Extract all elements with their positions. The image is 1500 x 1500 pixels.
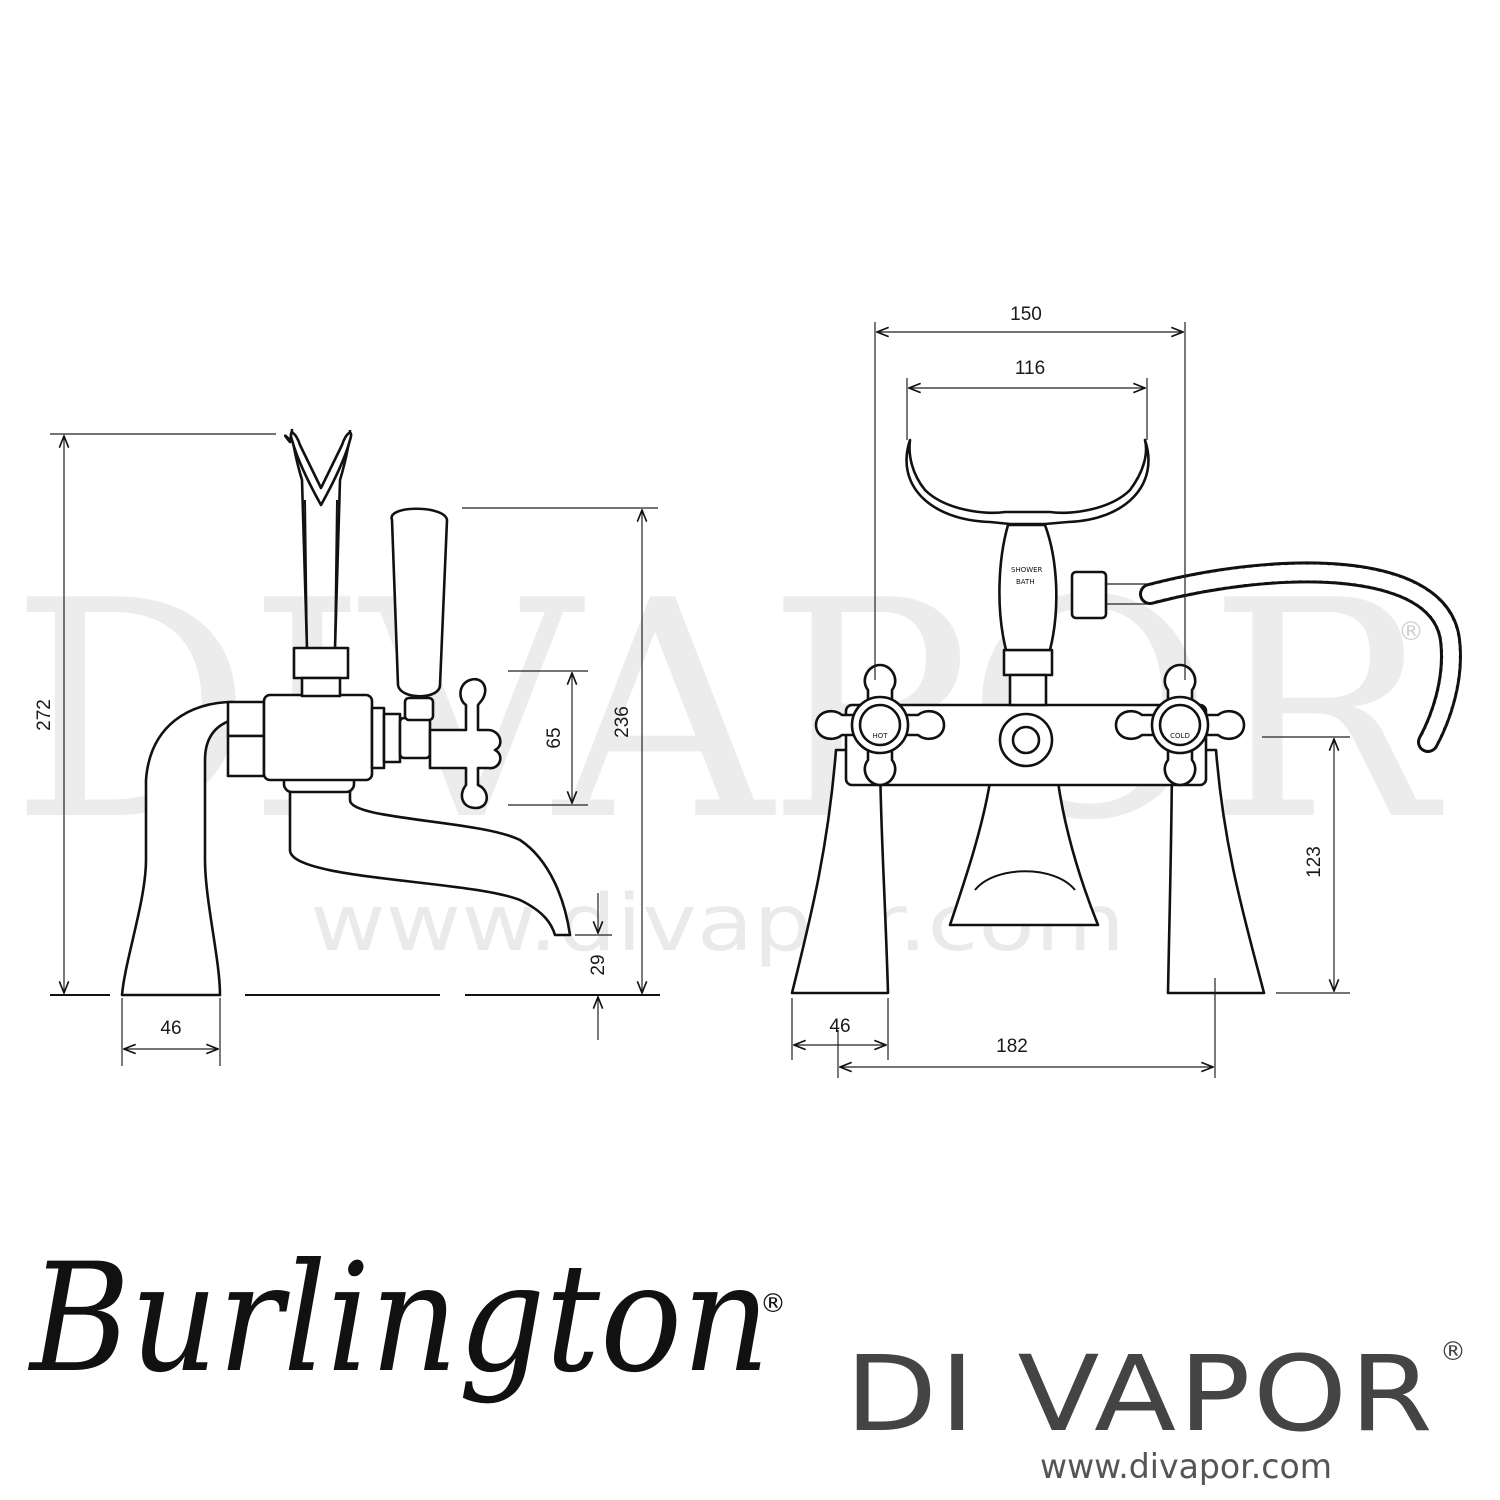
dim-cradle-width: 116 <box>1015 358 1045 379</box>
divapor-logo: DI VAPOR <box>845 1333 1435 1455</box>
front-diverter-lever <box>998 523 1058 652</box>
label-bath: BATH <box>1016 578 1035 586</box>
dim-side-base-width: 46 <box>160 1018 181 1039</box>
dim-centres: 182 <box>996 1036 1028 1057</box>
front-cold-handle: COLD <box>1114 663 1246 787</box>
dim-overall-height: 272 <box>34 699 55 731</box>
side-lever-handle <box>390 507 449 698</box>
side-view: 272 236 65 29 46 <box>34 428 660 1066</box>
side-lever-collar <box>403 696 435 722</box>
side-cradle-fork <box>289 431 353 507</box>
side-diverter-ring <box>300 676 342 698</box>
side-cross-handle <box>428 677 502 810</box>
front-handset-cradle <box>905 438 1150 526</box>
front-hot-handle: HOT <box>814 663 946 787</box>
divapor-registered-mark: ® <box>1440 1337 1466 1367</box>
dim-front-base-width: 46 <box>829 1016 850 1037</box>
side-pillar <box>120 700 242 997</box>
watermark-registered-mark: ® <box>1398 617 1424 647</box>
side-spout <box>288 788 572 937</box>
front-hose-nut <box>1070 570 1108 620</box>
branding: Burlington ® DI VAPOR ® www.divapor.com <box>27 1232 1466 1487</box>
side-flange-2 <box>382 712 402 764</box>
front-spout <box>948 780 1100 927</box>
front-collar-nut <box>1002 648 1054 677</box>
side-hex-nut-top <box>226 700 266 738</box>
front-view: SHOWER BATH HOT COLD 150 116 <box>790 304 1462 1078</box>
dim-spout-to-handle-height: 236 <box>612 706 633 738</box>
side-valve-body <box>262 693 374 782</box>
burlington-registered-mark: ® <box>760 1289 786 1319</box>
label-hot: HOT <box>872 732 888 740</box>
front-pillar-right <box>1166 748 1266 995</box>
burlington-logo: Burlington <box>27 1232 770 1406</box>
dim-pillar-height: 123 <box>1304 846 1325 878</box>
side-diverter-nut <box>292 646 350 680</box>
label-cold: COLD <box>1170 732 1190 740</box>
side-handle-shroud <box>398 716 432 760</box>
label-shower: SHOWER <box>1011 566 1043 574</box>
dim-outer-width: 150 <box>1010 304 1042 325</box>
front-collar-ring <box>1008 673 1048 707</box>
dim-spout-clearance: 29 <box>588 954 609 975</box>
dim-handle-span: 65 <box>544 727 565 748</box>
divapor-url: www.divapor.com <box>1040 1447 1332 1487</box>
side-hex-nut-bottom <box>226 734 266 778</box>
front-pillar-left <box>790 748 890 995</box>
side-flange-1 <box>370 706 386 770</box>
